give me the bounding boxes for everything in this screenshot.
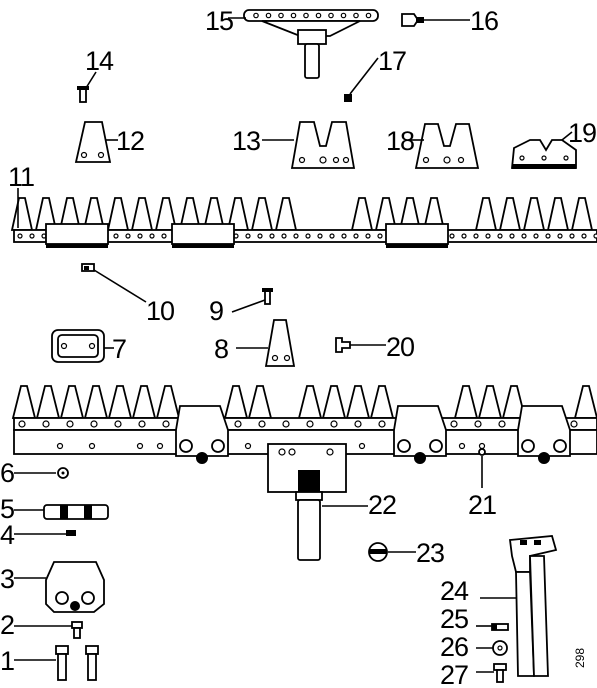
knife-tooth [350, 197, 374, 231]
callout-21: 21 [468, 490, 496, 520]
callout-4: 4 [0, 520, 15, 550]
callout-14: 14 [85, 46, 114, 76]
guard-tooth [247, 385, 273, 419]
part-20-rivet [335, 337, 351, 353]
part-18-double-guard [414, 123, 480, 169]
callout-13: 13 [232, 126, 260, 156]
knife-tooth [546, 197, 570, 231]
knife-tooth [522, 197, 546, 231]
part-9-screw [262, 288, 273, 305]
callout-2: 2 [0, 610, 14, 640]
callout-15: 15 [205, 6, 233, 36]
part-15-knife-head [243, 9, 379, 79]
part-23-cap [368, 542, 388, 562]
callout-12: 12 [116, 126, 144, 156]
guard-tooth [131, 385, 157, 419]
part-14-bolt [77, 86, 89, 103]
part-24-holder [508, 535, 558, 677]
callout-17: 17 [378, 46, 406, 76]
knife-tooth [474, 197, 498, 231]
knife-tooth [570, 197, 594, 231]
knife-tooth [274, 197, 298, 231]
callout-8: 8 [214, 334, 228, 364]
part-4-nut [66, 530, 76, 536]
part-3-clamp [45, 561, 105, 613]
callout-16: 16 [470, 6, 498, 36]
part-12-guard-plate [74, 121, 112, 163]
part-5-connector [43, 504, 109, 520]
knife-tooth [250, 197, 274, 231]
callout-9: 9 [209, 296, 223, 326]
part-26-washer [492, 640, 508, 656]
knife-clamp-2 [393, 405, 447, 464]
knife-tooth [130, 197, 154, 231]
callout-18: 18 [386, 126, 414, 156]
part-7-clip-plate [51, 329, 105, 363]
part-6-washer [57, 467, 69, 479]
callout-7: 7 [112, 334, 126, 364]
guard-tooth [369, 385, 395, 419]
callout-26: 26 [440, 632, 468, 662]
guard-tooth [345, 385, 371, 419]
part-25-screw [491, 623, 509, 631]
guard-tooth [297, 385, 323, 419]
guard-tooth [35, 385, 61, 419]
guard-tooth [477, 385, 503, 419]
knife-clamp-1 [175, 405, 229, 464]
callout-3: 3 [0, 564, 14, 594]
callout-24: 24 [440, 576, 469, 606]
part-10-clip [81, 263, 95, 272]
callout-22: 22 [368, 490, 396, 520]
knife-tooth [10, 197, 34, 231]
callout-10: 10 [146, 296, 174, 326]
callout-1: 1 [0, 646, 14, 676]
part-27-bolt [493, 663, 507, 683]
part-19-guard-assembly [511, 139, 577, 169]
part-22-knife-head [267, 443, 347, 561]
knife-tooth [498, 197, 522, 231]
part-16-clip [401, 13, 424, 27]
guard-tooth [83, 385, 109, 419]
part-17-rivet [344, 94, 352, 102]
guard-tooth [223, 385, 249, 419]
callout-19: 19 [568, 118, 596, 148]
callout-23: 23 [416, 538, 444, 568]
knife-clamp-3 [517, 405, 571, 464]
part-2-bolt [71, 621, 83, 639]
knife-tooth [106, 197, 130, 231]
part-8-guard [264, 319, 296, 367]
lower-knife-assembly [11, 385, 597, 561]
figure-code: 298 [573, 648, 587, 668]
callout-5: 5 [0, 494, 14, 524]
guard-tooth [59, 385, 85, 419]
part-13-double-guard [290, 121, 356, 169]
guard-tooth [321, 385, 347, 419]
callout-20: 20 [386, 332, 414, 362]
guard-tooth [573, 385, 597, 419]
part-11-knife-bar [10, 197, 597, 248]
guard-tooth [107, 385, 133, 419]
callout-25: 25 [440, 604, 468, 634]
guard-tooth [11, 385, 37, 419]
guard-tooth [453, 385, 479, 419]
callout-6: 6 [0, 458, 14, 488]
guard-tooth [155, 385, 181, 419]
part-1-bolts [55, 645, 99, 681]
callout-11: 11 [8, 162, 34, 192]
callout-27: 27 [440, 660, 468, 688]
